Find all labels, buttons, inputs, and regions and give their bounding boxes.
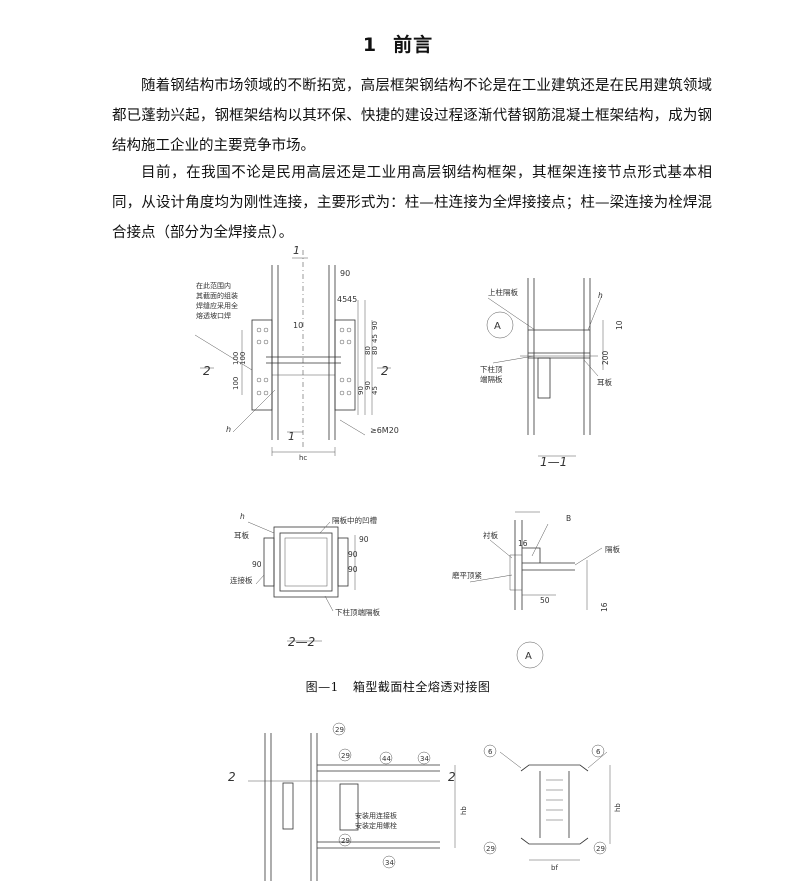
svg-text:100: 100	[232, 352, 240, 365]
svg-text:50: 50	[540, 596, 550, 605]
svg-text:衬板: 衬板	[483, 530, 498, 540]
svg-text:1: 1	[293, 244, 300, 257]
svg-text:34: 34	[385, 859, 394, 867]
svg-text:安装定用螺栓: 安装定用螺栓	[355, 821, 397, 830]
elevation-labels: 1 1 2 2 90 45 45 10 h ≥6M20 hc	[203, 244, 399, 462]
svg-text:下柱顶端隔板: 下柱顶端隔板	[335, 607, 380, 617]
svg-text:hb: hb	[614, 803, 622, 812]
svg-text:1: 1	[288, 430, 295, 443]
figure2-elevation	[248, 733, 456, 881]
svg-text:45: 45	[371, 386, 379, 395]
figure1-detail-a	[469, 511, 603, 669]
svg-text:80: 80	[371, 346, 379, 355]
svg-text:≥6M20: ≥6M20	[370, 426, 399, 435]
svg-text:100: 100	[239, 352, 247, 365]
figure1-caption: 图—1 箱型截面柱全熔透对接图	[0, 678, 796, 695]
detail-a-labels: 衬板 磨平顶紧 隔板 16 50 16 B A	[452, 514, 620, 662]
svg-text:h: h	[598, 291, 603, 300]
svg-text:29: 29	[335, 726, 344, 734]
svg-text:10: 10	[615, 320, 624, 330]
svg-text:焊缝应采用全: 焊缝应采用全	[196, 301, 238, 310]
detail-a-mark: A	[525, 651, 532, 662]
svg-text:bf: bf	[551, 864, 558, 872]
svg-text:29: 29	[341, 837, 350, 845]
svg-text:80: 80	[364, 346, 372, 355]
figure1-caption-text: 箱型截面柱全熔透对接图	[352, 680, 491, 694]
paragraph-current: 目前，在我国不论是民用高层还是工业用高层钢结构框架，其框架连接节点形式基本相同，…	[112, 165, 712, 241]
svg-text:90: 90	[364, 381, 372, 390]
svg-text:90: 90	[340, 269, 350, 278]
svg-text:磨平顶紧: 磨平顶紧	[452, 570, 482, 580]
svg-text:下柱顶: 下柱顶	[480, 364, 503, 374]
svg-text:29: 29	[596, 845, 605, 853]
svg-text:29: 29	[486, 845, 495, 853]
figure1-caption-number: 图—1	[305, 680, 339, 694]
svg-text:100: 100	[232, 377, 240, 390]
svg-text:连接板: 连接板	[230, 575, 253, 585]
svg-text:耳板: 耳板	[234, 530, 249, 540]
svg-text:其截面的组装: 其截面的组装	[196, 291, 238, 300]
svg-text:16: 16	[600, 602, 609, 612]
svg-text:2: 2	[381, 364, 389, 378]
svg-text:隔板: 隔板	[605, 544, 620, 554]
svg-text:熔透坡口焊: 熔透坡口焊	[196, 311, 231, 320]
svg-text:在此范围内: 在此范围内	[196, 281, 231, 290]
paragraph-intro: 随着钢结构市场领域的不断拓宽，高层框架钢结构不论是在工业建筑还是在民用建筑领域都…	[112, 78, 712, 154]
svg-text:耳板: 耳板	[597, 377, 612, 387]
figure2-labels: 2 2 安装用连接板 安装定用螺栓 hb	[228, 770, 468, 830]
svg-text:29: 29	[341, 752, 350, 760]
svg-text:安装用连接板: 安装用连接板	[355, 811, 397, 820]
svg-text:h: h	[226, 425, 231, 434]
svg-text:10: 10	[293, 321, 303, 330]
section-heading: 1 前言	[0, 30, 796, 57]
section-1-1-labels: 上柱隔板 下柱顶 端隔板 耳板 A h 10 200 1—1	[480, 287, 624, 469]
section-2-2-labels: 隔板中的凹槽 耳板 连接板 下柱顶端隔板 h 90 90 90 90 2—2	[230, 512, 380, 649]
section-title: 前言	[393, 34, 434, 56]
svg-text:hc: hc	[299, 454, 307, 462]
svg-text:A: A	[494, 321, 501, 332]
svg-text:16: 16	[518, 539, 528, 548]
svg-text:45: 45	[337, 295, 347, 304]
svg-text:2: 2	[228, 770, 236, 784]
svg-text:2: 2	[448, 770, 456, 784]
svg-text:hb: hb	[460, 806, 468, 815]
svg-text:90: 90	[252, 560, 262, 569]
svg-text:90: 90	[357, 386, 365, 395]
figure2-section-tags: 6 6 29 29 hb bf	[483, 744, 622, 872]
section-2-2-title: 2—2	[288, 635, 315, 649]
svg-text:45: 45	[347, 295, 357, 304]
figure1-elevation	[194, 250, 391, 456]
figure2-section	[499, 751, 611, 861]
svg-text:45: 45	[371, 334, 379, 343]
svg-text:44: 44	[382, 755, 391, 763]
section-1-1-title: 1—1	[540, 455, 567, 469]
svg-text:90: 90	[348, 550, 358, 559]
figure1-section-1-1	[486, 278, 604, 457]
elevation-note: 在此范围内 其截面的组装 焊缝应采用全 熔透坡口焊	[196, 281, 238, 320]
svg-text:隔板中的凹槽: 隔板中的凹槽	[332, 515, 377, 525]
svg-text:90: 90	[359, 535, 369, 544]
svg-text:上柱隔板: 上柱隔板	[488, 287, 518, 297]
svg-text:6: 6	[596, 748, 601, 756]
svg-text:h: h	[240, 512, 245, 521]
svg-text:90: 90	[371, 321, 379, 330]
svg-text:34: 34	[420, 755, 429, 763]
svg-text:2: 2	[203, 364, 211, 378]
svg-text:端隔板: 端隔板	[480, 374, 503, 384]
figure2-tags: 29 29 44 34 29 34	[332, 722, 431, 869]
svg-text:200: 200	[601, 350, 610, 365]
svg-text:6: 6	[488, 748, 493, 756]
svg-text:90: 90	[348, 565, 358, 574]
figure1-section-2-2	[247, 521, 356, 642]
svg-text:B: B	[566, 514, 571, 523]
section-number: 1	[362, 34, 378, 56]
